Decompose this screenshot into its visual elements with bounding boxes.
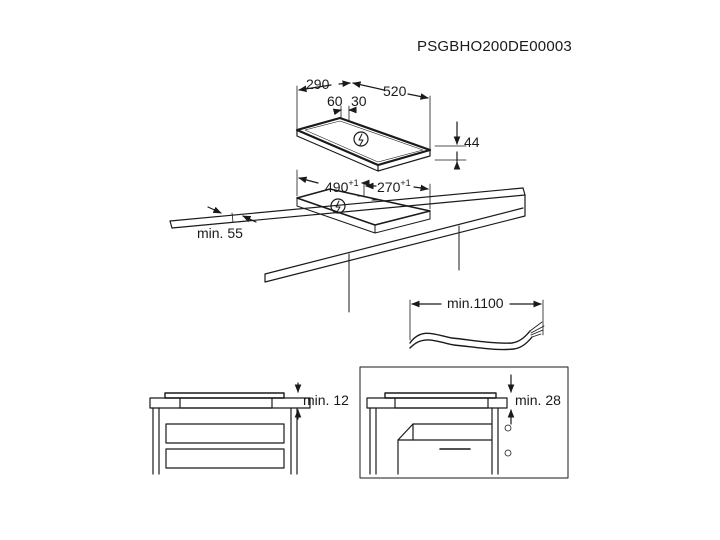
left-clearance-label: min. 12 [303, 392, 349, 408]
cutout-width-tolerance: +1 [348, 178, 358, 188]
hob-inset-a-label: 60 [327, 93, 343, 109]
power-symbol-icon [330, 198, 346, 214]
worktop [169, 187, 526, 313]
hob-width-label: 520 [383, 83, 407, 99]
hob-dimension-lines [298, 80, 461, 170]
cutout-width-value: 490 [325, 179, 349, 195]
hob-inset-b-label: 30 [351, 93, 367, 109]
hob-section [384, 392, 497, 399]
cutout-dimension-lines [207, 176, 429, 223]
right-clearance-label: min. 28 [515, 392, 561, 408]
cable [409, 299, 545, 351]
worktop-cutout [296, 169, 431, 234]
hob-height-label: 44 [464, 134, 480, 150]
section-left [149, 382, 311, 475]
cutout-depth-label: 270+1 [377, 178, 411, 195]
hob-section [164, 392, 285, 399]
hob-depth-label: 290 [306, 76, 330, 92]
cutout-depth-value: 270 [377, 179, 401, 195]
hob-plate [295, 116, 432, 167]
hob-top-view [295, 85, 467, 172]
cutout-edge-min-label: min. 55 [197, 225, 243, 241]
cutout-depth-tolerance: +1 [400, 178, 410, 188]
cable-min-length-label: min.1100 [447, 295, 504, 311]
power-symbol-icon [353, 131, 369, 147]
cutout-width-label: 490+1 [325, 178, 359, 195]
section-right [359, 366, 569, 479]
document-code: PSGBHO200DE00003 [417, 38, 572, 55]
